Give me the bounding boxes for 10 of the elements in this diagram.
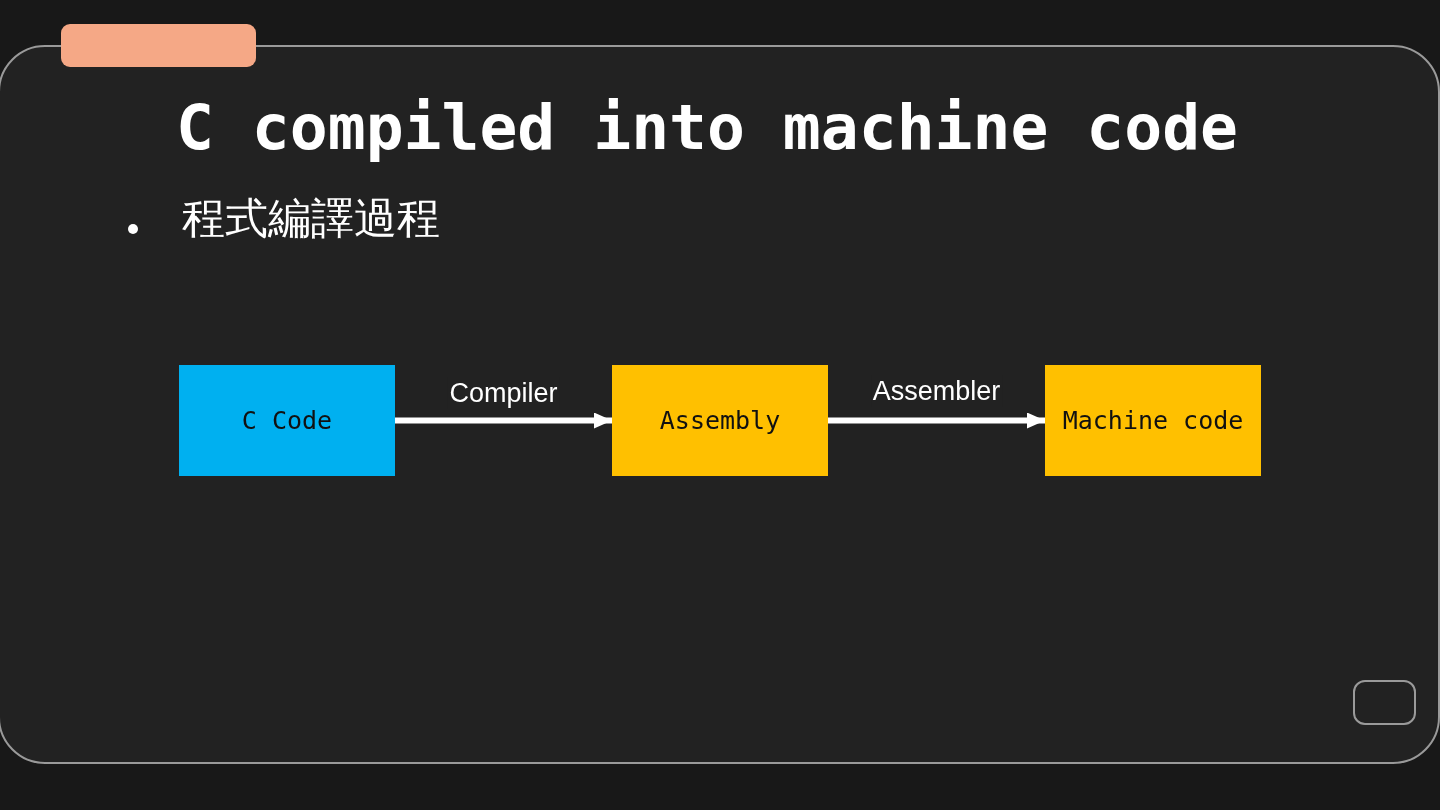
box-label: Assembly — [659, 404, 781, 437]
process-box — [612, 365, 828, 476]
bullet-text: 程式編譯過程 — [182, 192, 440, 245]
box-label: Machine code — [1062, 404, 1244, 437]
process-box — [179, 365, 395, 476]
process-box — [1045, 365, 1261, 476]
arrow — [395, 412, 612, 429]
arrow — [828, 412, 1045, 429]
box-label: C Code — [241, 404, 333, 437]
slide-title: C compiled into machine code — [176, 90, 1239, 166]
